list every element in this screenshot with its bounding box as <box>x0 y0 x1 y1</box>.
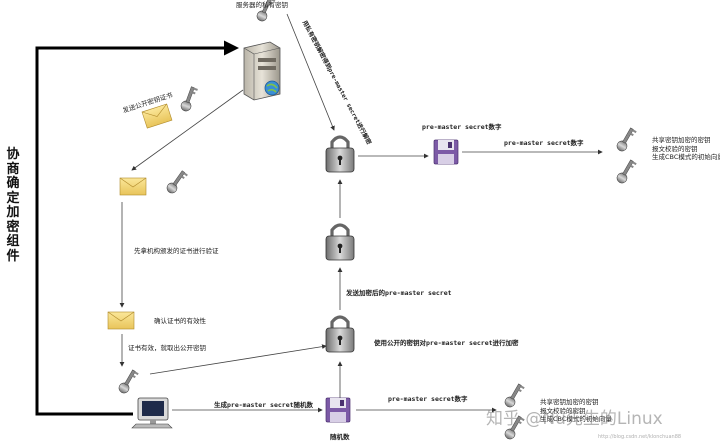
key-icon-shared-bottom-2 <box>504 415 525 440</box>
shared-keys-note-top: 共享密钥加密的密钥 报文校验的密钥 生成CBC模式的初始向量 <box>652 136 720 162</box>
key-icon-cert-received <box>166 170 188 194</box>
shared-key-item: 报文校验的密钥 <box>540 406 586 415</box>
arrow-pubkey-to-lock <box>149 344 327 375</box>
pre-master-number-label-1: pre-master secret数字 <box>422 123 502 131</box>
shared-key-item: 共享密钥加密的密钥 <box>652 136 711 144</box>
send-encrypted-label: 发送加密后的pre-master secret <box>346 289 452 297</box>
pre-master-number-label-3: pre-master secret数字 <box>388 395 468 403</box>
random-number-label: 随机数 <box>330 433 350 441</box>
shared-key-item: 生成CBC模式的初始向量 <box>540 415 612 423</box>
watermark: 知乎 @Nu先生的Linux <box>486 409 663 429</box>
lock-icon-encrypt <box>325 315 355 353</box>
shared-key-item: 共享密钥加密的密钥 <box>540 398 599 406</box>
shared-keys-note-bottom: 共享密钥加密的密钥 报文校验的密钥 生成CBC模式的初始向量 <box>540 398 612 424</box>
key-icon-cert-send <box>180 86 198 112</box>
pre-master-number-label-2: pre-master secret数字 <box>504 139 584 147</box>
negotiate-cipher-suite-title: 协商确定加密组件 <box>6 147 20 264</box>
arrow-send-cert <box>131 89 244 171</box>
certificate-envelope-icon-verified <box>107 311 135 330</box>
server-private-key-label: 服务器的私有密钥 <box>236 1 288 9</box>
key-icon-shared-bottom-1 <box>504 383 525 408</box>
lock-icon-transit <box>325 223 355 261</box>
key-icon-public <box>118 369 139 394</box>
server-icon <box>243 41 281 101</box>
certificate-envelope-icon-sent <box>141 103 173 129</box>
floppy-disk-icon-client <box>325 397 351 423</box>
confirm-validity-label: 确认证书的有效性 <box>154 317 206 325</box>
key-icon-shared-top-1 <box>616 127 637 152</box>
watermark-url: http://blog.csdn.net/klonchuan88 <box>598 434 682 440</box>
key-icon-server-private <box>256 0 276 22</box>
shared-key-item: 生成CBC模式的初始向量 <box>652 153 720 161</box>
cert-valid-label: 证书有效，就取出公开密钥 <box>128 344 206 352</box>
certificate-envelope-icon-received <box>119 177 147 196</box>
key-icon-shared-top-2 <box>616 159 637 184</box>
arrow-private-key-to-lock <box>286 13 335 131</box>
generate-random-label: 生成pre-master secret随机数 <box>214 401 314 409</box>
ca-verify-label: 先拿机构颁发的证书进行验证 <box>134 247 219 255</box>
negotiation-loop-arrow <box>35 40 239 416</box>
client-computer-icon <box>131 397 173 429</box>
floppy-disk-icon-server <box>433 139 459 165</box>
lock-icon-decrypt <box>325 135 355 173</box>
encrypt-with-pubkey-label: 使用公开的密钥对pre-master secret进行加密 <box>374 339 519 347</box>
shared-key-item: 报文校验的密钥 <box>652 144 698 153</box>
